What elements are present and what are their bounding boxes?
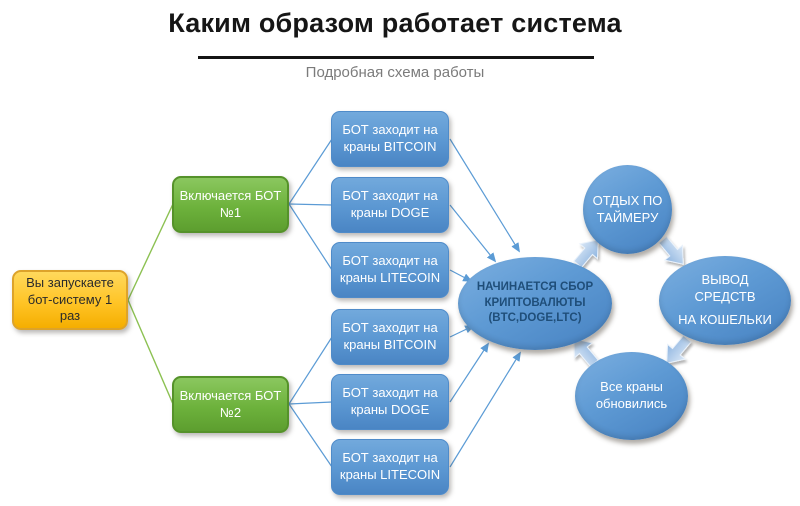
cycle-withdraw-label-bottom: НА КОШЕЛЬКИ <box>678 312 772 328</box>
faucet-node-bitcoin-1: БОТ заходит на краны BITCOIN <box>331 111 449 167</box>
faucet-label: БОТ заходит на краны DOGE <box>342 188 438 220</box>
faucet-label: БОТ заходит на краны DOGE <box>342 385 438 417</box>
collect-ellipse: НАЧИНАЕТСЯ СБОР КРИПТОВАЛЮТЫ (BTC,DOGE,L… <box>458 257 612 350</box>
bot-1-node: Включается БОТ №1 <box>172 176 289 233</box>
bot-2-label: Включается БОТ №2 <box>179 387 282 420</box>
faucet-node-bitcoin-2: БОТ заходит на краны BITCOIN <box>331 309 449 365</box>
title-underline <box>198 56 594 59</box>
bot-2-node: Включается БОТ №2 <box>172 376 289 433</box>
faucet-node-doge-2: БОТ заходит на краны DOGE <box>331 374 449 430</box>
bot-1-label: Включается БОТ №1 <box>179 187 282 220</box>
faucet-label: БОТ заходит на краны BITCOIN <box>342 122 438 154</box>
page-title: Каким образом работает система <box>168 8 622 38</box>
start-node-label: Вы запускаете бот-систему 1 раз <box>26 274 114 324</box>
faucet-label: БОТ заходит на краны BITCOIN <box>342 320 438 352</box>
cycle-refresh-label: Все краны обновились <box>595 379 668 411</box>
faucet-label: БОТ заходит на краны LITECOIN <box>339 450 441 482</box>
cycle-withdraw-circle: ВЫВОД СРЕДСТВ НА КОШЕЛЬКИ <box>659 256 791 345</box>
page-subtitle: Подробная схема работы <box>305 64 485 81</box>
cycle-withdraw-label-top: ВЫВОД СРЕДСТВ <box>694 271 756 304</box>
bot-to-faucet-lines <box>288 138 333 468</box>
faucet-node-doge-1: БОТ заходит на краны DOGE <box>331 177 449 233</box>
start-node: Вы запускаете бот-систему 1 раз <box>12 270 128 330</box>
cycle-rest-circle: ОТДЫХ ПО ТАЙМЕРУ <box>583 165 672 254</box>
faucet-node-litecoin-1: БОТ заходит на краны LITECOIN <box>331 242 449 298</box>
faucet-label: БОТ заходит на краны LITECOIN <box>339 253 441 285</box>
cycle-rest-label: ОТДЫХ ПО ТАЙМЕРУ <box>592 192 663 225</box>
start-to-bot-lines <box>127 203 174 405</box>
cycle-refresh-circle: Все краны обновились <box>575 352 688 440</box>
faucet-node-litecoin-2: БОТ заходит на краны LITECOIN <box>331 439 449 495</box>
collect-label: НАЧИНАЕТСЯ СБОР КРИПТОВАЛЮТЫ (BTC,DOGE,L… <box>476 281 594 325</box>
